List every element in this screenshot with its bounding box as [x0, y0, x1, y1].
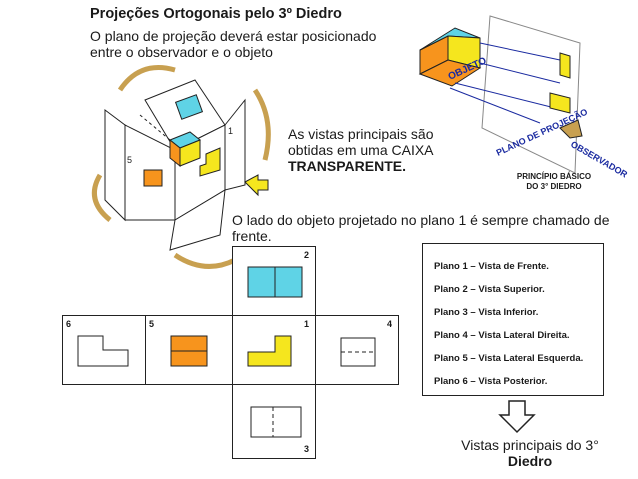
plane-4-number: 4 [386, 319, 392, 329]
plane-1-number: 1 [303, 319, 309, 329]
intro-text-line1: O plano de projeção deverá estar posicio… [90, 28, 377, 44]
projection-principle-illustration: OBJETO PLANO DE PROJEÇÃO OBSERVADOR [418, 15, 630, 180]
bottom-caption-line1: Vistas principais do 3° [461, 437, 599, 453]
plane-6-rear-view: 6 [62, 315, 146, 385]
page-title: Projeções Ortogonais pelo 3º Diedro [90, 6, 342, 22]
legend-item-plane-5: Plano 5 – Vista Lateral Esquerda. [434, 353, 584, 364]
principle-caption-line2: DO 3° DIEDRO [526, 182, 582, 191]
unfolding-box-illustration: 5 1 [91, 65, 271, 269]
front-text-line1: O lado do objeto projetado no plano 1 é … [232, 212, 610, 228]
planes-legend: Plano 1 – Vista de Frente. Plano 2 – Vis… [422, 243, 604, 396]
plane-6-number: 6 [66, 319, 72, 329]
plane-3-bottom-view: 3 [232, 384, 316, 459]
middle-text-line1: As vistas principais são [288, 126, 434, 142]
plane-5-left-view: 5 [145, 315, 233, 385]
plane-4-right-view: 4 [315, 315, 399, 385]
principle-caption-line1: PRINCÍPIO BÁSICO [516, 172, 592, 181]
legend-item-plane-2: Plano 2 – Vista Superior. [434, 284, 545, 295]
legend-item-plane-1: Plano 1 – Vista de Frente. [434, 261, 549, 272]
plane-2-number: 2 [303, 250, 309, 260]
bottom-caption-line2: Diedro [507, 453, 553, 469]
intro-text-line2: entre o observador e o objeto [90, 44, 273, 60]
down-arrow-icon [498, 400, 536, 434]
mini-plane-5: 5 [127, 155, 132, 165]
plane-1-front-view: 1 [232, 315, 316, 385]
legend-item-plane-3: Plano 3 – Vista Inferior. [434, 307, 539, 318]
front-text-line2: frente. [232, 228, 272, 244]
middle-text-line3: TRANSPARENTE. [288, 158, 406, 174]
legend-item-plane-6: Plano 6 – Vista Posterior. [434, 376, 548, 387]
plane-5-number: 5 [149, 319, 155, 329]
mini-plane-1: 1 [228, 126, 233, 136]
plane-3-number: 3 [303, 444, 309, 454]
legend-item-plane-4: Plano 4 – Vista Lateral Direita. [434, 330, 570, 341]
middle-text-line2: obtidas em uma CAIXA [288, 142, 434, 158]
plane-2-top-view: 2 [232, 246, 316, 316]
